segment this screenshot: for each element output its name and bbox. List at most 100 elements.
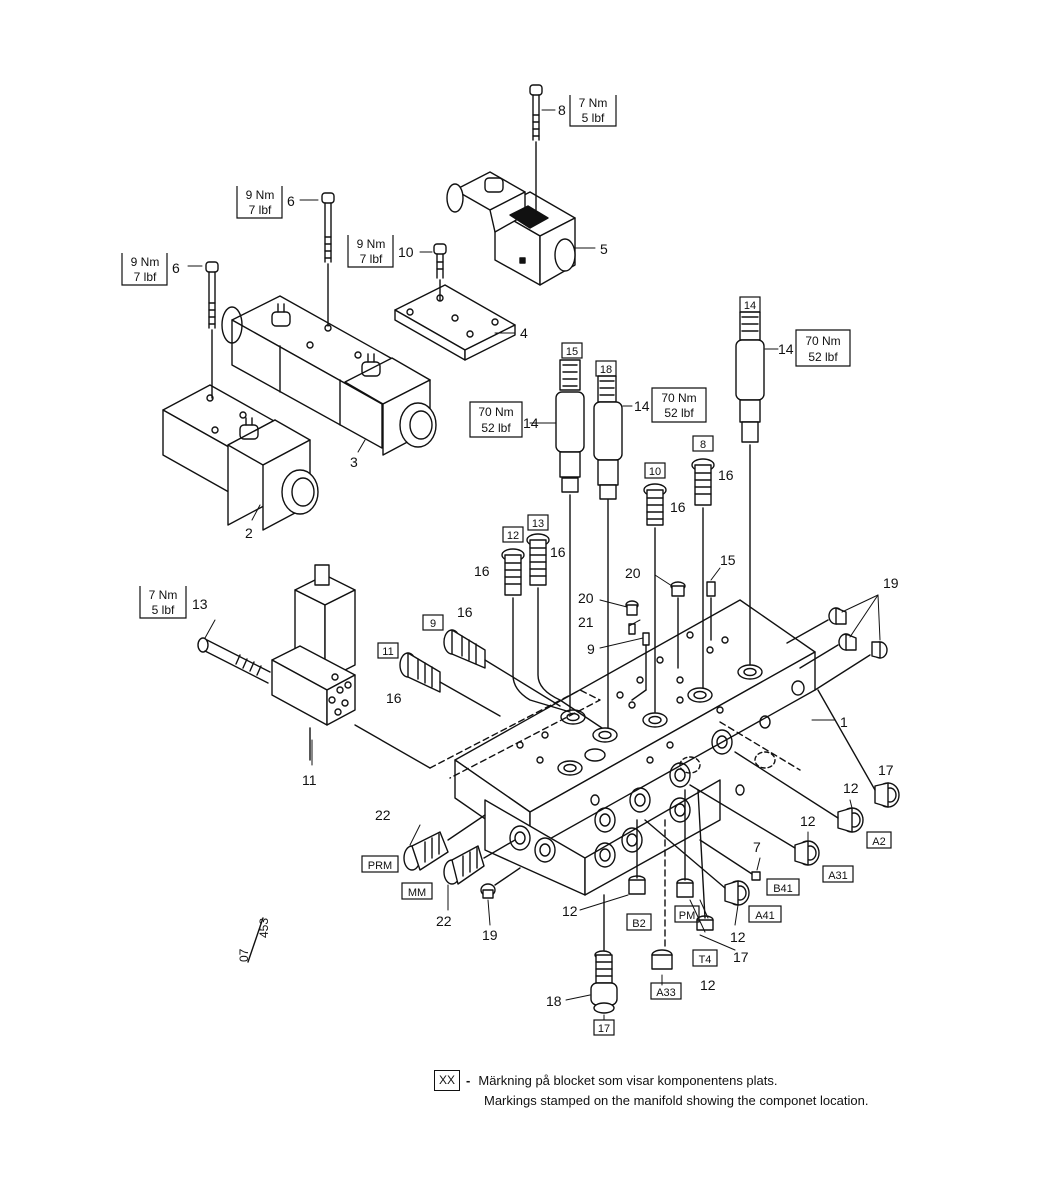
svg-text:12: 12	[700, 977, 716, 993]
side-plug-9	[443, 629, 561, 707]
legend-key-box: XX	[434, 1070, 461, 1091]
plug-19-group	[786, 607, 888, 691]
svg-text:12: 12	[843, 780, 859, 796]
svg-text:17: 17	[878, 762, 894, 778]
boxed-labels	[361, 296, 892, 1036]
bolt-13	[197, 637, 271, 684]
svg-text:7 lbf: 7 lbf	[360, 252, 383, 266]
svg-text:16: 16	[550, 544, 566, 560]
svg-text:6: 6	[287, 193, 295, 209]
svg-text:70 Nm: 70 Nm	[478, 405, 513, 419]
svg-text:5 lbf: 5 lbf	[582, 111, 605, 125]
svg-text:B2: B2	[632, 918, 645, 930]
svg-text:9: 9	[430, 618, 436, 630]
svg-text:12: 12	[507, 530, 519, 542]
svg-text:B41: B41	[773, 883, 793, 895]
svg-text:A31: A31	[828, 870, 848, 882]
svg-text:16: 16	[474, 563, 490, 579]
svg-text:T4: T4	[699, 954, 712, 966]
svg-text:14: 14	[523, 415, 539, 431]
svg-text:12: 12	[800, 813, 816, 829]
svg-text:7 Nm: 7 Nm	[579, 96, 608, 110]
solenoid-valve-3	[221, 295, 437, 456]
leader-lines	[187, 109, 881, 1021]
torque-box-14-mid: 70 Nm 52 lbf	[651, 387, 707, 423]
svg-text:21: 21	[578, 614, 594, 630]
svg-text:18: 18	[546, 993, 562, 1009]
svg-text:14: 14	[744, 300, 756, 312]
svg-text:A33: A33	[656, 987, 676, 999]
svg-text:07: 07	[237, 948, 251, 962]
svg-text:19: 19	[482, 927, 498, 943]
svg-text:70 Nm: 70 Nm	[661, 391, 696, 405]
torque-box-6-upper: 9 Nm 7 lbf	[236, 186, 283, 219]
svg-text:16: 16	[386, 690, 402, 706]
svg-text:52 lbf: 52 lbf	[481, 421, 511, 435]
svg-text:10: 10	[649, 466, 661, 478]
plug-b2	[628, 819, 646, 895]
torque-box-8: 7 Nm 5 lbf	[569, 95, 617, 127]
torque-box-6-lower: 9 Nm 7 lbf	[121, 253, 168, 286]
plug-7-b41	[699, 839, 761, 881]
svg-text:17: 17	[598, 1023, 610, 1035]
cover-plate-4	[394, 284, 516, 361]
svg-text:13: 13	[192, 596, 208, 612]
side-plug-11	[399, 652, 501, 717]
svg-text:1: 1	[840, 714, 848, 730]
plug-19-bottom	[480, 867, 521, 899]
svg-text:16: 16	[718, 467, 734, 483]
svg-text:7 Nm: 7 Nm	[149, 588, 178, 602]
solenoid-valve-5	[446, 171, 576, 286]
torque-box-14-right: 70 Nm 52 lbf	[795, 329, 851, 367]
torque-boxes: 7 Nm 5 lbf 9 Nm 7 lbf 9 Nm 7 lbf 9 Nm 7 …	[121, 95, 851, 619]
svg-text:14: 14	[634, 398, 650, 414]
svg-text:9 Nm: 9 Nm	[357, 237, 386, 251]
svg-text:17: 17	[733, 949, 749, 965]
svg-text:PRM: PRM	[368, 860, 392, 872]
svg-text:7 lbf: 7 lbf	[134, 270, 157, 284]
boxed-label-texts: 14 15 18 8 10 12 13 9 11 PRM MM A2 A31 B…	[368, 300, 886, 1035]
bolt-10	[433, 243, 447, 301]
svg-text:12: 12	[730, 929, 746, 945]
svg-text:22: 22	[436, 913, 452, 929]
manifold-block	[429, 599, 816, 896]
plug-12-a41	[644, 819, 750, 906]
svg-text:10: 10	[398, 244, 414, 260]
svg-text:MM: MM	[408, 887, 426, 899]
small-plugs	[625, 581, 716, 701]
svg-text:3: 3	[350, 454, 358, 470]
plug-8	[691, 458, 715, 689]
fittings-prm-mm	[403, 814, 516, 885]
svg-text:5 lbf: 5 lbf	[152, 603, 175, 617]
svg-text:8: 8	[700, 439, 706, 451]
svg-text:PM: PM	[679, 910, 696, 922]
svg-text:9: 9	[587, 641, 595, 657]
svg-text:12: 12	[562, 903, 578, 919]
svg-text:11: 11	[382, 646, 393, 658]
svg-text:18: 18	[600, 364, 612, 376]
svg-text:19: 19	[883, 575, 899, 591]
bolt-6-upper	[321, 192, 335, 327]
svg-text:11: 11	[302, 772, 317, 788]
svg-text:2: 2	[245, 525, 253, 541]
svg-text:6: 6	[172, 260, 180, 276]
legend: XX - Märkning på blocket som visar kompo…	[434, 1070, 868, 1110]
svg-text:52 lbf: 52 lbf	[808, 350, 838, 364]
svg-text:15: 15	[720, 552, 736, 568]
torque-box-13: 7 Nm 5 lbf	[139, 586, 187, 619]
solenoid-valve-2	[162, 384, 319, 531]
svg-text:453: 453	[257, 918, 271, 938]
svg-text:A41: A41	[755, 910, 775, 922]
cartridge-18-bottom	[590, 894, 618, 1014]
torque-box-10: 9 Nm 7 lbf	[347, 235, 394, 268]
svg-text:22: 22	[375, 807, 391, 823]
plug-pm-t4	[676, 789, 714, 931]
callout-numbers: 1 2 3 4 5 6 6 7 8 9 10 11 12 12 12 12 12…	[172, 102, 899, 1009]
legend-line-swedish: Märkning på blocket som visar komponente…	[478, 1073, 778, 1088]
legend-line-english: Markings stamped on the manifold showing…	[484, 1093, 869, 1108]
svg-text:A2: A2	[872, 836, 885, 848]
cartridge-valve-15	[555, 359, 585, 711]
bolt-8	[529, 84, 543, 216]
svg-text:20: 20	[578, 590, 594, 606]
